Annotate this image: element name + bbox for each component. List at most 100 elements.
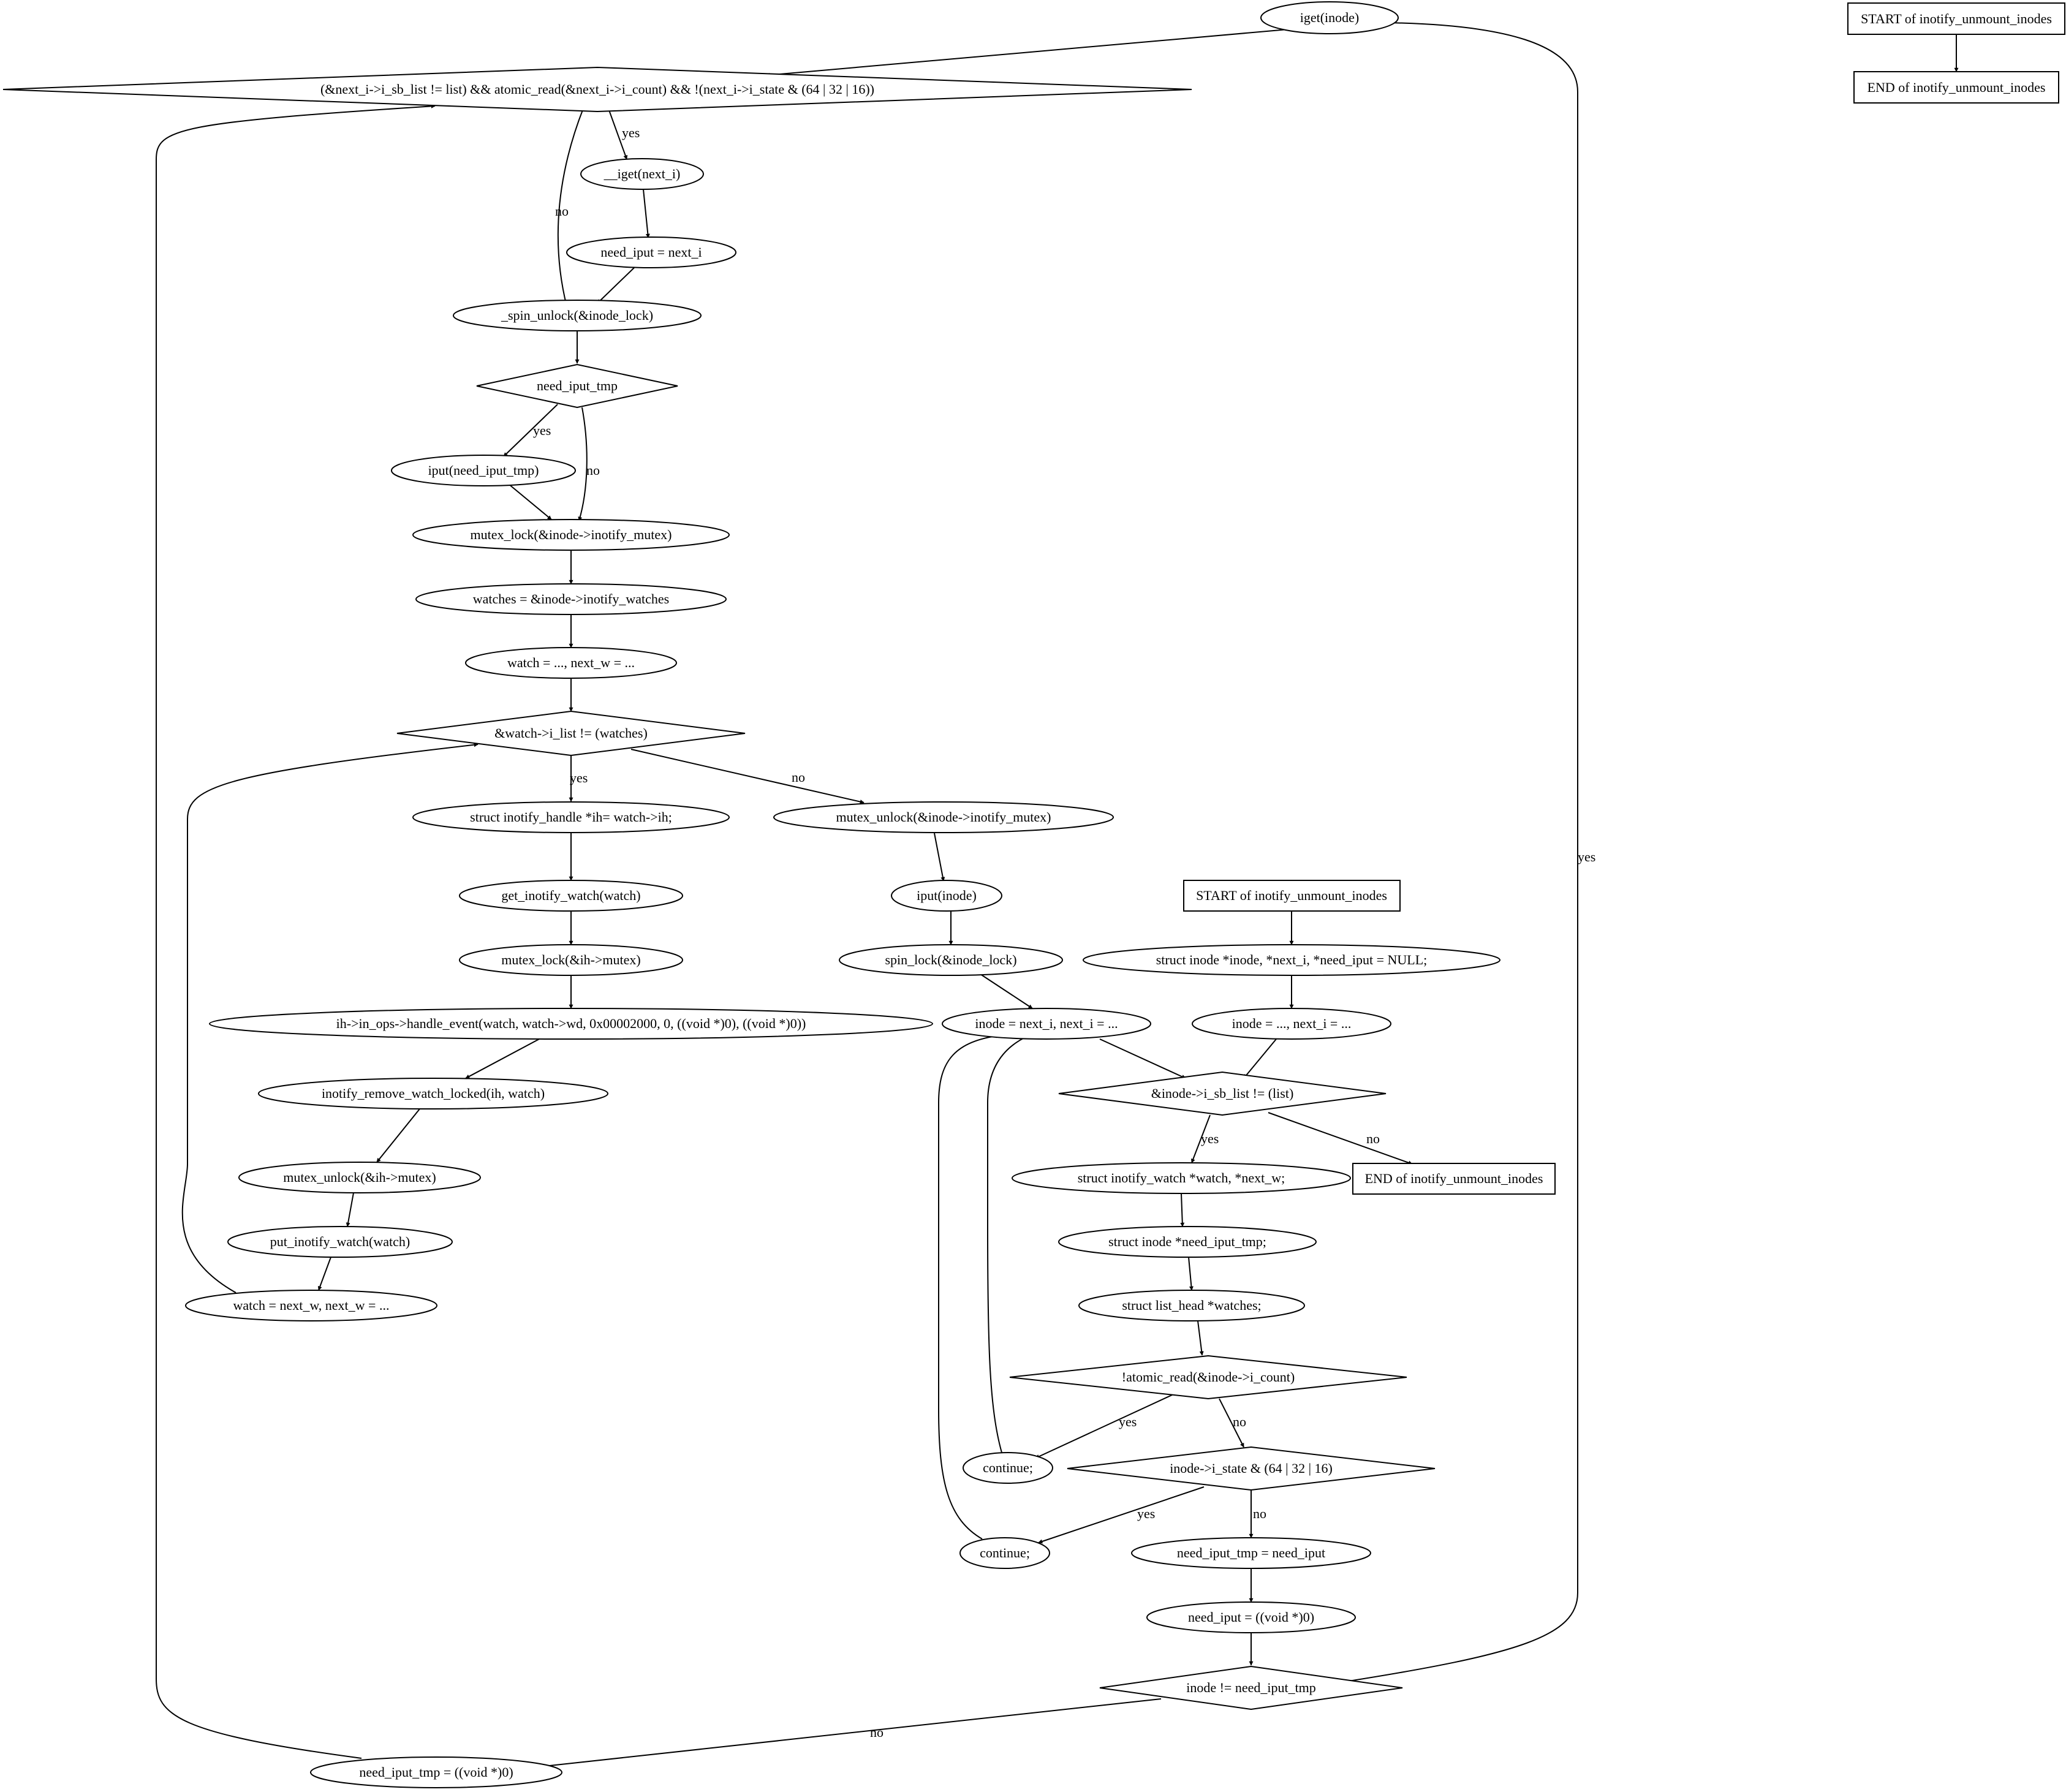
inode-ne-condition: inode != need_iput_tmp: [1099, 1665, 1403, 1711]
edge-tmp-decl-to-watches-decl: [1188, 1257, 1194, 1291]
mutex-lock-ih-node: mutex_lock(&ih->mutex): [459, 944, 683, 976]
edge-iget-next-to-need-iput: [643, 189, 650, 238]
watches-decl-node-label: struct list_head *watches;: [1122, 1298, 1261, 1313]
edge-labels: yes no yes no yes no yes no yes no yes n…: [533, 125, 1595, 1740]
edge-label-no: no: [1253, 1506, 1266, 1521]
end-node-mid-label: END of inotify_unmount_inodes: [1365, 1171, 1543, 1186]
mutex-unlock-ih-node: mutex_unlock(&ih->mutex): [238, 1162, 481, 1193]
inode-next-node-label: inode = next_i, next_i = ...: [975, 1016, 1118, 1031]
edge-label-yes: yes: [1578, 849, 1595, 864]
watch-list-condition: &watch->i_list != (watches): [396, 710, 746, 757]
need-iput-tmp-decl-node-label: struct inode *need_iput_tmp;: [1108, 1234, 1266, 1249]
next-inode-condition: (&next_i->i_sb_list != list) && atomic_r…: [2, 66, 1192, 113]
watch-assign-node: watch = ..., next_w = ...: [465, 647, 677, 679]
mutex-unlock-inotify-node: mutex_unlock(&inode->inotify_mutex): [773, 801, 1114, 833]
need-iput-null-node: need_iput = ((void *)0): [1146, 1601, 1356, 1633]
edge-iput-to-mutex-lock: [508, 483, 552, 520]
put-watch-node-label: put_inotify_watch(watch): [270, 1234, 411, 1249]
edge-inode-ne-yes-to-iget: [1344, 20, 1578, 1682]
ih-decl-node-label: struct inotify_handle *ih= watch->ih;: [470, 809, 672, 825]
start-node-top: START of inotify_unmount_inodes: [1847, 2, 2065, 35]
edge-label-yes: yes: [1137, 1506, 1155, 1521]
edge-label-no: no: [1233, 1414, 1246, 1429]
need-iput-next-node-label: need_iput = next_i: [600, 244, 702, 260]
state-condition-label: inode->i_state & (64 | 32 | 16): [1170, 1461, 1333, 1476]
tmp-null-node: need_iput_tmp = ((void *)0): [310, 1756, 562, 1788]
edge-atomic-cond-yes-to-continue-1: [1035, 1394, 1174, 1459]
iput-tmp-node: iput(need_iput_tmp): [391, 455, 576, 486]
watch-next-node: watch = next_w, next_w = ...: [185, 1290, 437, 1321]
atomic-read-condition-label: !atomic_read(&inode->i_count): [1122, 1369, 1295, 1385]
edge-put-watch-to-watch-next: [317, 1257, 331, 1291]
edge-label-no: no: [555, 203, 569, 219]
edge-sb-cond-yes-to-watch-decl: [1190, 1114, 1211, 1163]
edge-remove-watch-to-mutex-unlock-ih: [376, 1108, 420, 1163]
start-node-mid-label: START of inotify_unmount_inodes: [1196, 888, 1387, 903]
state-condition: inode->i_state & (64 | 32 | 16): [1067, 1446, 1436, 1491]
ih-decl-node: struct inotify_handle *ih= watch->ih;: [412, 801, 730, 833]
edge-label-yes: yes: [1201, 1131, 1219, 1146]
edge-label-yes: yes: [533, 423, 551, 438]
need-iput-tmp-condition: need_iput_tmp: [476, 363, 678, 409]
end-node-top-label: END of inotify_unmount_inodes: [1867, 80, 2046, 95]
edge-mutex-unlock-ih-to-put-watch: [346, 1192, 354, 1227]
iget-next-node-label: __iget(next_i): [604, 166, 681, 181]
edge-tmp-cond-yes-to-iput: [503, 404, 558, 457]
watches-assign-node: watches = &inode->inotify_watches: [415, 583, 727, 615]
get-watch-node-label: get_inotify_watch(watch): [501, 888, 640, 903]
start-node-top-label: START of inotify_unmount_inodes: [1861, 11, 2052, 26]
spin-unlock-node-label: _spin_unlock(&inode_lock): [501, 308, 653, 323]
edge-inode-ne-no-to-tmp-null: [532, 1698, 1162, 1769]
tmp-assign-node: need_iput_tmp = need_iput: [1131, 1537, 1371, 1569]
watch-decl-node-label: struct inotify_watch *watch, *next_w;: [1078, 1170, 1285, 1185]
sb-list-condition: &inode->i_sb_list != (list): [1058, 1071, 1387, 1116]
tmp-assign-node-label: need_iput_tmp = need_iput: [1177, 1545, 1325, 1560]
edge-inode-assign-to-sb-cond: [1243, 1038, 1277, 1079]
edge-tmp-null-loop-to-cond: [156, 104, 436, 1759]
edge-handle-event-to-remove-watch: [465, 1038, 540, 1079]
edge-continue-2-loop-to-inode-next: [938, 1034, 1001, 1540]
edge-watch-next-loop-to-watch-cond: [181, 743, 479, 1293]
edge-mutex-unlock-to-iput-inode: [934, 833, 945, 882]
edge-watch-decl-to-tmp-decl: [1180, 1193, 1185, 1227]
tmp-null-node-label: need_iput_tmp = ((void *)0): [359, 1764, 513, 1780]
mutex-unlock-inotify-node-label: mutex_unlock(&inode->inotify_mutex): [836, 809, 1051, 825]
edge-label-no: no: [1366, 1131, 1380, 1146]
edge-label-no: no: [870, 1725, 884, 1740]
inode-assign-node-label: inode = ..., next_i = ...: [1232, 1016, 1352, 1031]
need-iput-next-node: need_iput = next_i: [566, 236, 736, 268]
edge-tmp-cond-no-to-mutex-lock: [578, 407, 588, 521]
get-watch-node: get_inotify_watch(watch): [459, 880, 683, 912]
mutex-unlock-ih-node-label: mutex_unlock(&ih->mutex): [283, 1170, 436, 1185]
iget-node: iget(inode): [1260, 1, 1399, 34]
watch-assign-node-label: watch = ..., next_w = ...: [507, 655, 635, 670]
inode-decl-node-label: struct inode *inode, *next_i, *need_iput…: [1156, 952, 1428, 967]
inode-ne-condition-label: inode != need_iput_tmp: [1186, 1680, 1316, 1695]
remove-watch-node-label: inotify_remove_watch_locked(ih, watch): [322, 1086, 545, 1101]
sb-list-condition-label: &inode->i_sb_list != (list): [1151, 1086, 1294, 1101]
edge-label-no: no: [792, 769, 805, 785]
edge-watches-decl-to-atomic-cond: [1197, 1320, 1204, 1356]
inode-next-node: inode = next_i, next_i = ...: [942, 1008, 1151, 1040]
handle-event-node: ih->in_ops->handle_event(watch, watch->w…: [209, 1008, 933, 1040]
edges: [156, 20, 1959, 1769]
start-node-mid: START of inotify_unmount_inodes: [1183, 880, 1401, 912]
iput-inode-node-label: iput(inode): [917, 888, 977, 903]
watch-decl-node: struct inotify_watch *watch, *next_w;: [1012, 1162, 1351, 1194]
continue-node-1: continue;: [963, 1452, 1053, 1484]
spin-unlock-node: _spin_unlock(&inode_lock): [453, 300, 702, 331]
spin-lock-node-label: spin_lock(&inode_lock): [885, 952, 1016, 967]
iput-inode-node: iput(inode): [891, 880, 1002, 912]
inode-decl-node: struct inode *inode, *next_i, *need_iput…: [1083, 944, 1500, 976]
need-iput-tmp-decl-node: struct inode *need_iput_tmp;: [1058, 1226, 1317, 1258]
mutex-lock-ih-node-label: mutex_lock(&ih->mutex): [501, 952, 640, 967]
edge-iget-to-cond: [765, 25, 1330, 77]
edge-label-yes: yes: [622, 125, 640, 140]
end-node-mid: END of inotify_unmount_inodes: [1352, 1163, 1556, 1195]
edge-cond-no-to-spin-unlock: [557, 108, 584, 307]
edge-atomic-cond-no-to-state-cond: [1219, 1398, 1244, 1448]
mutex-lock-inotify-node: mutex_lock(&inode->inotify_mutex): [412, 519, 730, 551]
edge-label-no: no: [586, 463, 600, 478]
next-inode-condition-label: (&next_i->i_sb_list != list) && atomic_r…: [320, 81, 874, 97]
